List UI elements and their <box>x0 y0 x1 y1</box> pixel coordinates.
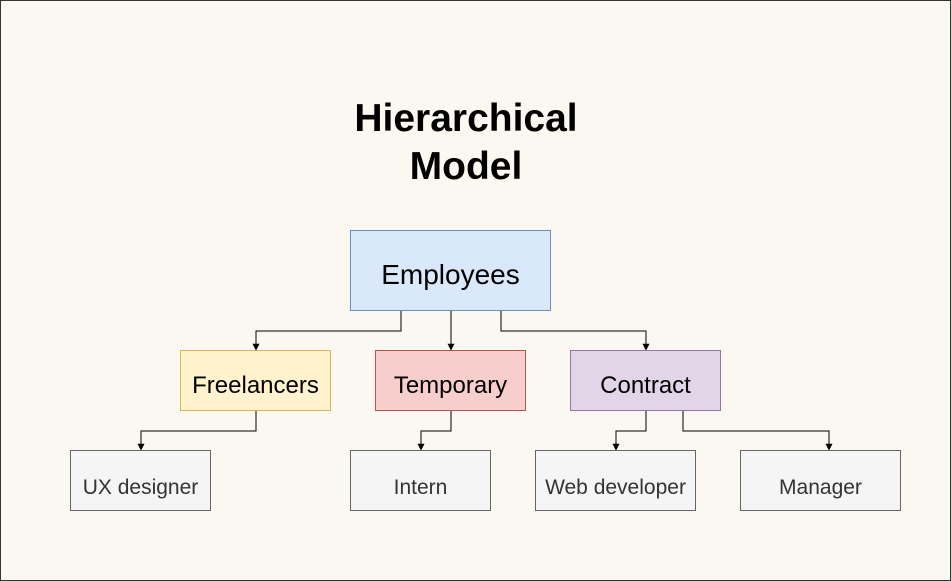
node-contract-label: Contract <box>600 371 691 399</box>
node-ux-designer-label: UX designer <box>82 475 199 499</box>
node-temporary-label: Temporary <box>393 371 508 399</box>
node-manager-label: Manager <box>779 475 862 499</box>
edge-temporary-intern <box>417 411 452 451</box>
edge-contract-web-developer <box>612 411 647 451</box>
edge-employees-freelancers <box>252 311 402 351</box>
node-freelancers-label: Freelancers <box>192 371 319 399</box>
node-contract[interactable]: Contract <box>570 350 721 411</box>
diagram-title: Hierarchical Model <box>301 95 631 191</box>
node-web-developer-label: Web developer <box>545 475 686 499</box>
title-line-1: Hierarchical <box>354 97 578 140</box>
node-temporary[interactable]: Temporary <box>375 350 526 411</box>
edge-freelancers-ux-designer <box>137 411 257 451</box>
node-manager[interactable]: Manager <box>740 450 901 511</box>
node-freelancers[interactable]: Freelancers <box>180 350 331 411</box>
node-employees-label: Employees <box>381 258 520 290</box>
edge-contract-manager <box>682 411 833 451</box>
edge-employees-contract <box>500 311 650 351</box>
node-intern-label: Intern <box>393 475 448 499</box>
node-employees[interactable]: Employees <box>350 230 551 311</box>
title-line-2: Model <box>409 145 523 188</box>
node-intern[interactable]: Intern <box>350 450 491 511</box>
node-ux-designer[interactable]: UX designer <box>70 450 211 511</box>
node-web-developer[interactable]: Web developer <box>535 450 696 511</box>
